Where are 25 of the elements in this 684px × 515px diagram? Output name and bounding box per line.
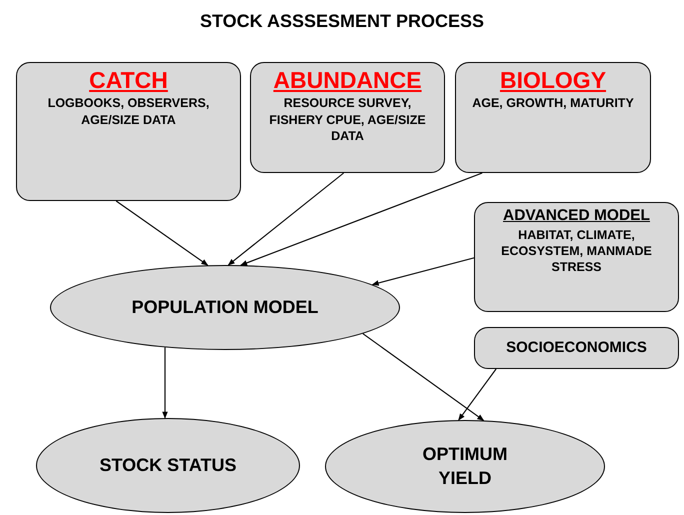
box-text: RESOURCE SURVEY, FISHERY CPUE, AGE/SIZE DATA (268, 95, 427, 144)
box-heading: ABUNDANCE (273, 67, 422, 94)
box-text: HABITAT, CLIMATE, ECOSYSTEM, MANMADE STRESS (500, 226, 653, 276)
box-text: SOCIOECONOMICS (506, 338, 647, 358)
arrow (372, 257, 474, 286)
diagram-title: STOCK ASSSESMENT PROCESS (198, 11, 486, 32)
box-text: POPULATION MODEL (132, 296, 318, 319)
box-heading: ADVANCED MODEL (503, 207, 650, 225)
arrow (228, 172, 344, 266)
box-heading: BIOLOGY (500, 67, 606, 94)
rounded-box (16, 62, 241, 201)
arrow (362, 333, 484, 421)
rounded-box (455, 62, 651, 173)
box-text: OPTIMUM YIELD (422, 443, 508, 490)
box-text: LOGBOOKS, OBSERVERS, AGE/SIZE DATA (46, 95, 210, 128)
rounded-box (474, 202, 679, 312)
box-text: AGE, GROWTH, MATURITY (472, 95, 634, 112)
arrow (240, 172, 482, 266)
box-text: STOCK STATUS (99, 454, 236, 477)
arrow (458, 368, 496, 421)
rounded-box (250, 62, 445, 173)
arrow (116, 200, 208, 266)
rounded-box (474, 327, 679, 369)
box-heading: CATCH (89, 67, 168, 94)
arrow (162, 347, 168, 419)
